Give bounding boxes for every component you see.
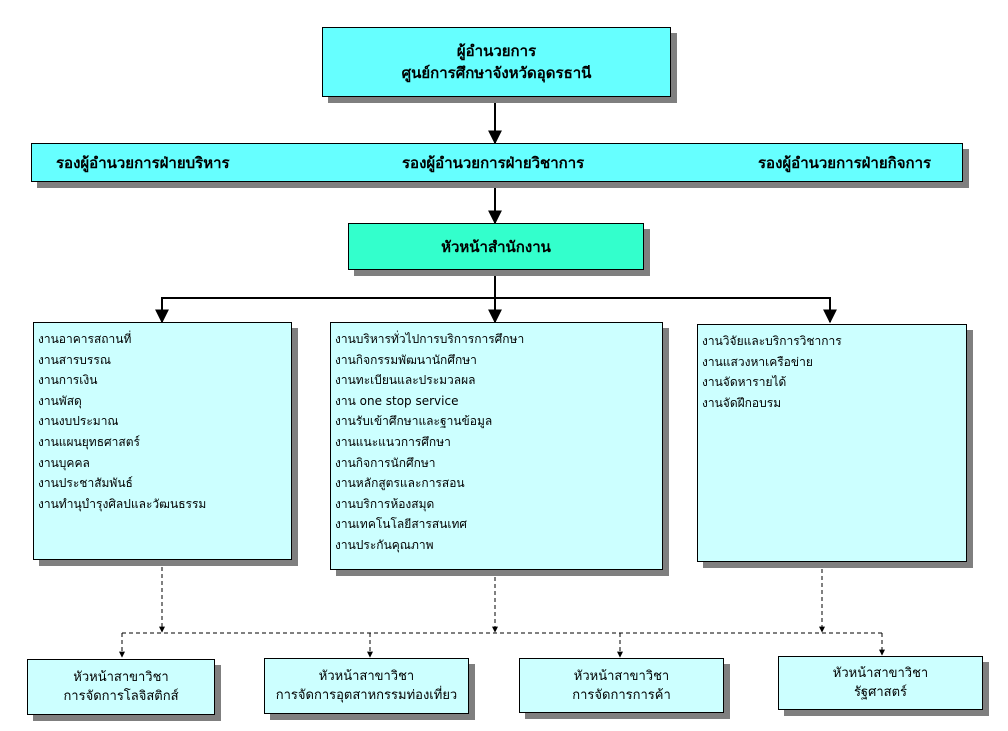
unit-item: งานอาคารสถานที่: [38, 332, 132, 346]
program-head-political-science: หัวหน้าสาขาวิชา รัฐศาสตร์: [778, 656, 983, 710]
unit-box-left: งานอาคารสถานที่ งานสารบรรณ งานการเงิน งา…: [33, 322, 292, 560]
program-head-name: การจัดการอุตสาหกรรมท่องเที่ยว: [275, 688, 458, 703]
unit-item: งานจัดหารายได้: [702, 375, 787, 390]
unit-item: งานหลักสูตรและการสอน: [335, 476, 465, 491]
program-head-logistics: หัวหน้าสาขาวิชา การจัดการโลจิสติกส์: [27, 659, 215, 715]
program-head-name: การจัดการการค้า: [572, 687, 671, 703]
program-head-title: หัวหน้าสาขาวิชา: [573, 668, 670, 684]
unit-item: งานประกันคุณภาพ: [335, 537, 434, 552]
program-head-name: การจัดการโลจิสติกส์: [63, 689, 179, 704]
program-head-title: หัวหน้าสาขาวิชา: [73, 670, 169, 685]
unit-item: งานแสวงหาเครือข่าย: [702, 354, 813, 369]
unit-item: งานบุคคล: [38, 455, 90, 470]
unit-item: งานบริหารทั่วไปการบริการการศึกษา: [335, 332, 525, 346]
deputy-admin: รองผู้อำนวยการฝ่ายบริหาร: [56, 154, 230, 172]
unit-item: งานจัดฝึกอบรม: [702, 395, 782, 410]
director-box: ผู้อำนวยการ ศูนย์การศึกษาจังหวัดอุดรธานี: [322, 27, 671, 97]
director-title: ผู้อำนวยการ: [456, 42, 537, 60]
deputies-bar: [31, 143, 963, 182]
unit-item: งานรับเข้าศึกษาและฐานข้อมูล: [335, 414, 493, 429]
office-head-label: หัวหน้าสำนักงาน: [441, 237, 551, 256]
program-head-tourism: หัวหน้าสาขาวิชา การจัดการอุตสาหกรรมท่องเ…: [264, 658, 469, 714]
unit-box-middle: งานบริหารทั่วไปการบริการการศึกษา งานกิจก…: [330, 322, 663, 570]
deputy-affairs: รองผู้อำนวยการฝ่ายกิจการ: [758, 154, 932, 172]
unit-item: งานแผนยุทธศาสตร์: [38, 434, 140, 449]
unit-item: งานการเงิน: [38, 373, 98, 388]
unit-item: งานพัสดุ: [38, 393, 82, 408]
program-head-title: หัวหน้าสาขาวิชา: [318, 669, 415, 684]
office-head-box: หัวหน้าสำนักงาน: [348, 223, 644, 270]
program-head-name: รัฐศาสตร์: [853, 685, 908, 700]
director-subtitle: ศูนย์การศึกษาจังหวัดอุดรธานี: [401, 64, 592, 82]
unit-item: งานกิจกรรมพัฒนานักศึกษา: [335, 352, 477, 367]
unit-item: งานประชาสัมพันธ์: [38, 476, 133, 491]
unit-box-right: งานวิจัยและบริการวิชาการ งานแสวงหาเครือข…: [697, 324, 967, 562]
unit-item: งานทะเบียนและประมวลผล: [335, 373, 476, 388]
unit-item: งานเทคโนโลยีสารสนเทศ: [335, 517, 467, 532]
unit-item: งาน one stop service: [335, 393, 459, 408]
deputy-academic: รองผู้อำนวยการฝ่ายวิชาการ: [402, 154, 585, 172]
program-head-trade: หัวหน้าสาขาวิชา การจัดการการค้า: [519, 658, 724, 713]
program-head-title: หัวหน้าสาขาวิชา: [832, 666, 929, 681]
unit-item: งานสารบรรณ: [38, 352, 111, 367]
unit-item: งานทำนุบำรุงศิลปและวัฒนธรรม: [38, 496, 207, 511]
unit-item: งานวิจัยและบริการวิชาการ: [702, 334, 842, 348]
unit-item: งานงบประมาณ: [38, 414, 119, 429]
unit-item: งานแนะแนวการศึกษา: [335, 434, 451, 449]
unit-item: งานบริการห้องสมุด: [335, 496, 435, 511]
unit-item: งานกิจการนักศึกษา: [335, 455, 436, 470]
